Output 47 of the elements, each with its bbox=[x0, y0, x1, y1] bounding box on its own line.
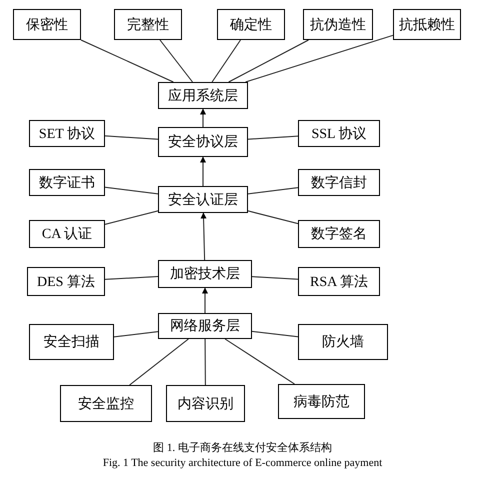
figure-caption: 图 1. 电子商务在线支付安全体系结构 bbox=[152, 440, 333, 455]
property-box: 保密性 bbox=[13, 9, 81, 40]
connector-line bbox=[80, 40, 174, 82]
connector-line bbox=[252, 330, 298, 338]
component-box: SET 协议 bbox=[29, 120, 105, 147]
layer-box: 网络服务层 bbox=[158, 313, 252, 339]
property-box: 抗伪造性 bbox=[303, 9, 373, 40]
connector-line bbox=[104, 135, 158, 140]
connector-line bbox=[204, 338, 206, 386]
component-box: 数字证书 bbox=[29, 169, 105, 196]
connector-line bbox=[252, 276, 298, 280]
layer-box: 安全协议层 bbox=[158, 127, 248, 157]
layer-box: 安全认证层 bbox=[158, 186, 248, 213]
connector-line bbox=[160, 40, 193, 82]
component-box: 防火墙 bbox=[298, 324, 388, 360]
component-box: 数字签名 bbox=[298, 220, 380, 248]
connector-line bbox=[129, 338, 189, 386]
connector-line bbox=[104, 210, 158, 225]
connector-line bbox=[245, 34, 394, 82]
component-box: RSA 算法 bbox=[298, 267, 380, 296]
figure-caption: Fig. 1 The security architecture of E-commerce online payment bbox=[102, 457, 384, 469]
arrow bbox=[200, 108, 206, 128]
component-box: CA 认证 bbox=[29, 220, 105, 248]
component-box: DES 算法 bbox=[27, 267, 105, 296]
connector-line bbox=[248, 187, 298, 194]
connector-line bbox=[248, 210, 298, 224]
connector-line bbox=[104, 186, 158, 194]
layer-box: 应用系统层 bbox=[158, 82, 248, 109]
connector-line bbox=[248, 136, 298, 140]
connector-line bbox=[114, 331, 158, 338]
arrow bbox=[200, 156, 206, 186]
layer-box: 加密技术层 bbox=[158, 260, 252, 288]
arrow bbox=[202, 288, 208, 314]
property-box: 确定性 bbox=[217, 9, 285, 40]
component-box: SSL 协议 bbox=[298, 120, 380, 147]
arrow bbox=[200, 212, 207, 260]
component-box: 病毒防范 bbox=[278, 384, 365, 419]
connector-line bbox=[104, 276, 158, 280]
component-box: 数字信封 bbox=[298, 169, 380, 196]
connector-line bbox=[212, 40, 241, 82]
connector-line bbox=[228, 40, 309, 82]
property-box: 完整性 bbox=[114, 9, 182, 40]
component-box: 内容识别 bbox=[166, 385, 245, 422]
component-box: 安全扫描 bbox=[29, 324, 114, 360]
connector-line bbox=[224, 338, 295, 384]
property-box: 抗抵赖性 bbox=[393, 9, 461, 40]
component-box: 安全监控 bbox=[60, 385, 152, 422]
